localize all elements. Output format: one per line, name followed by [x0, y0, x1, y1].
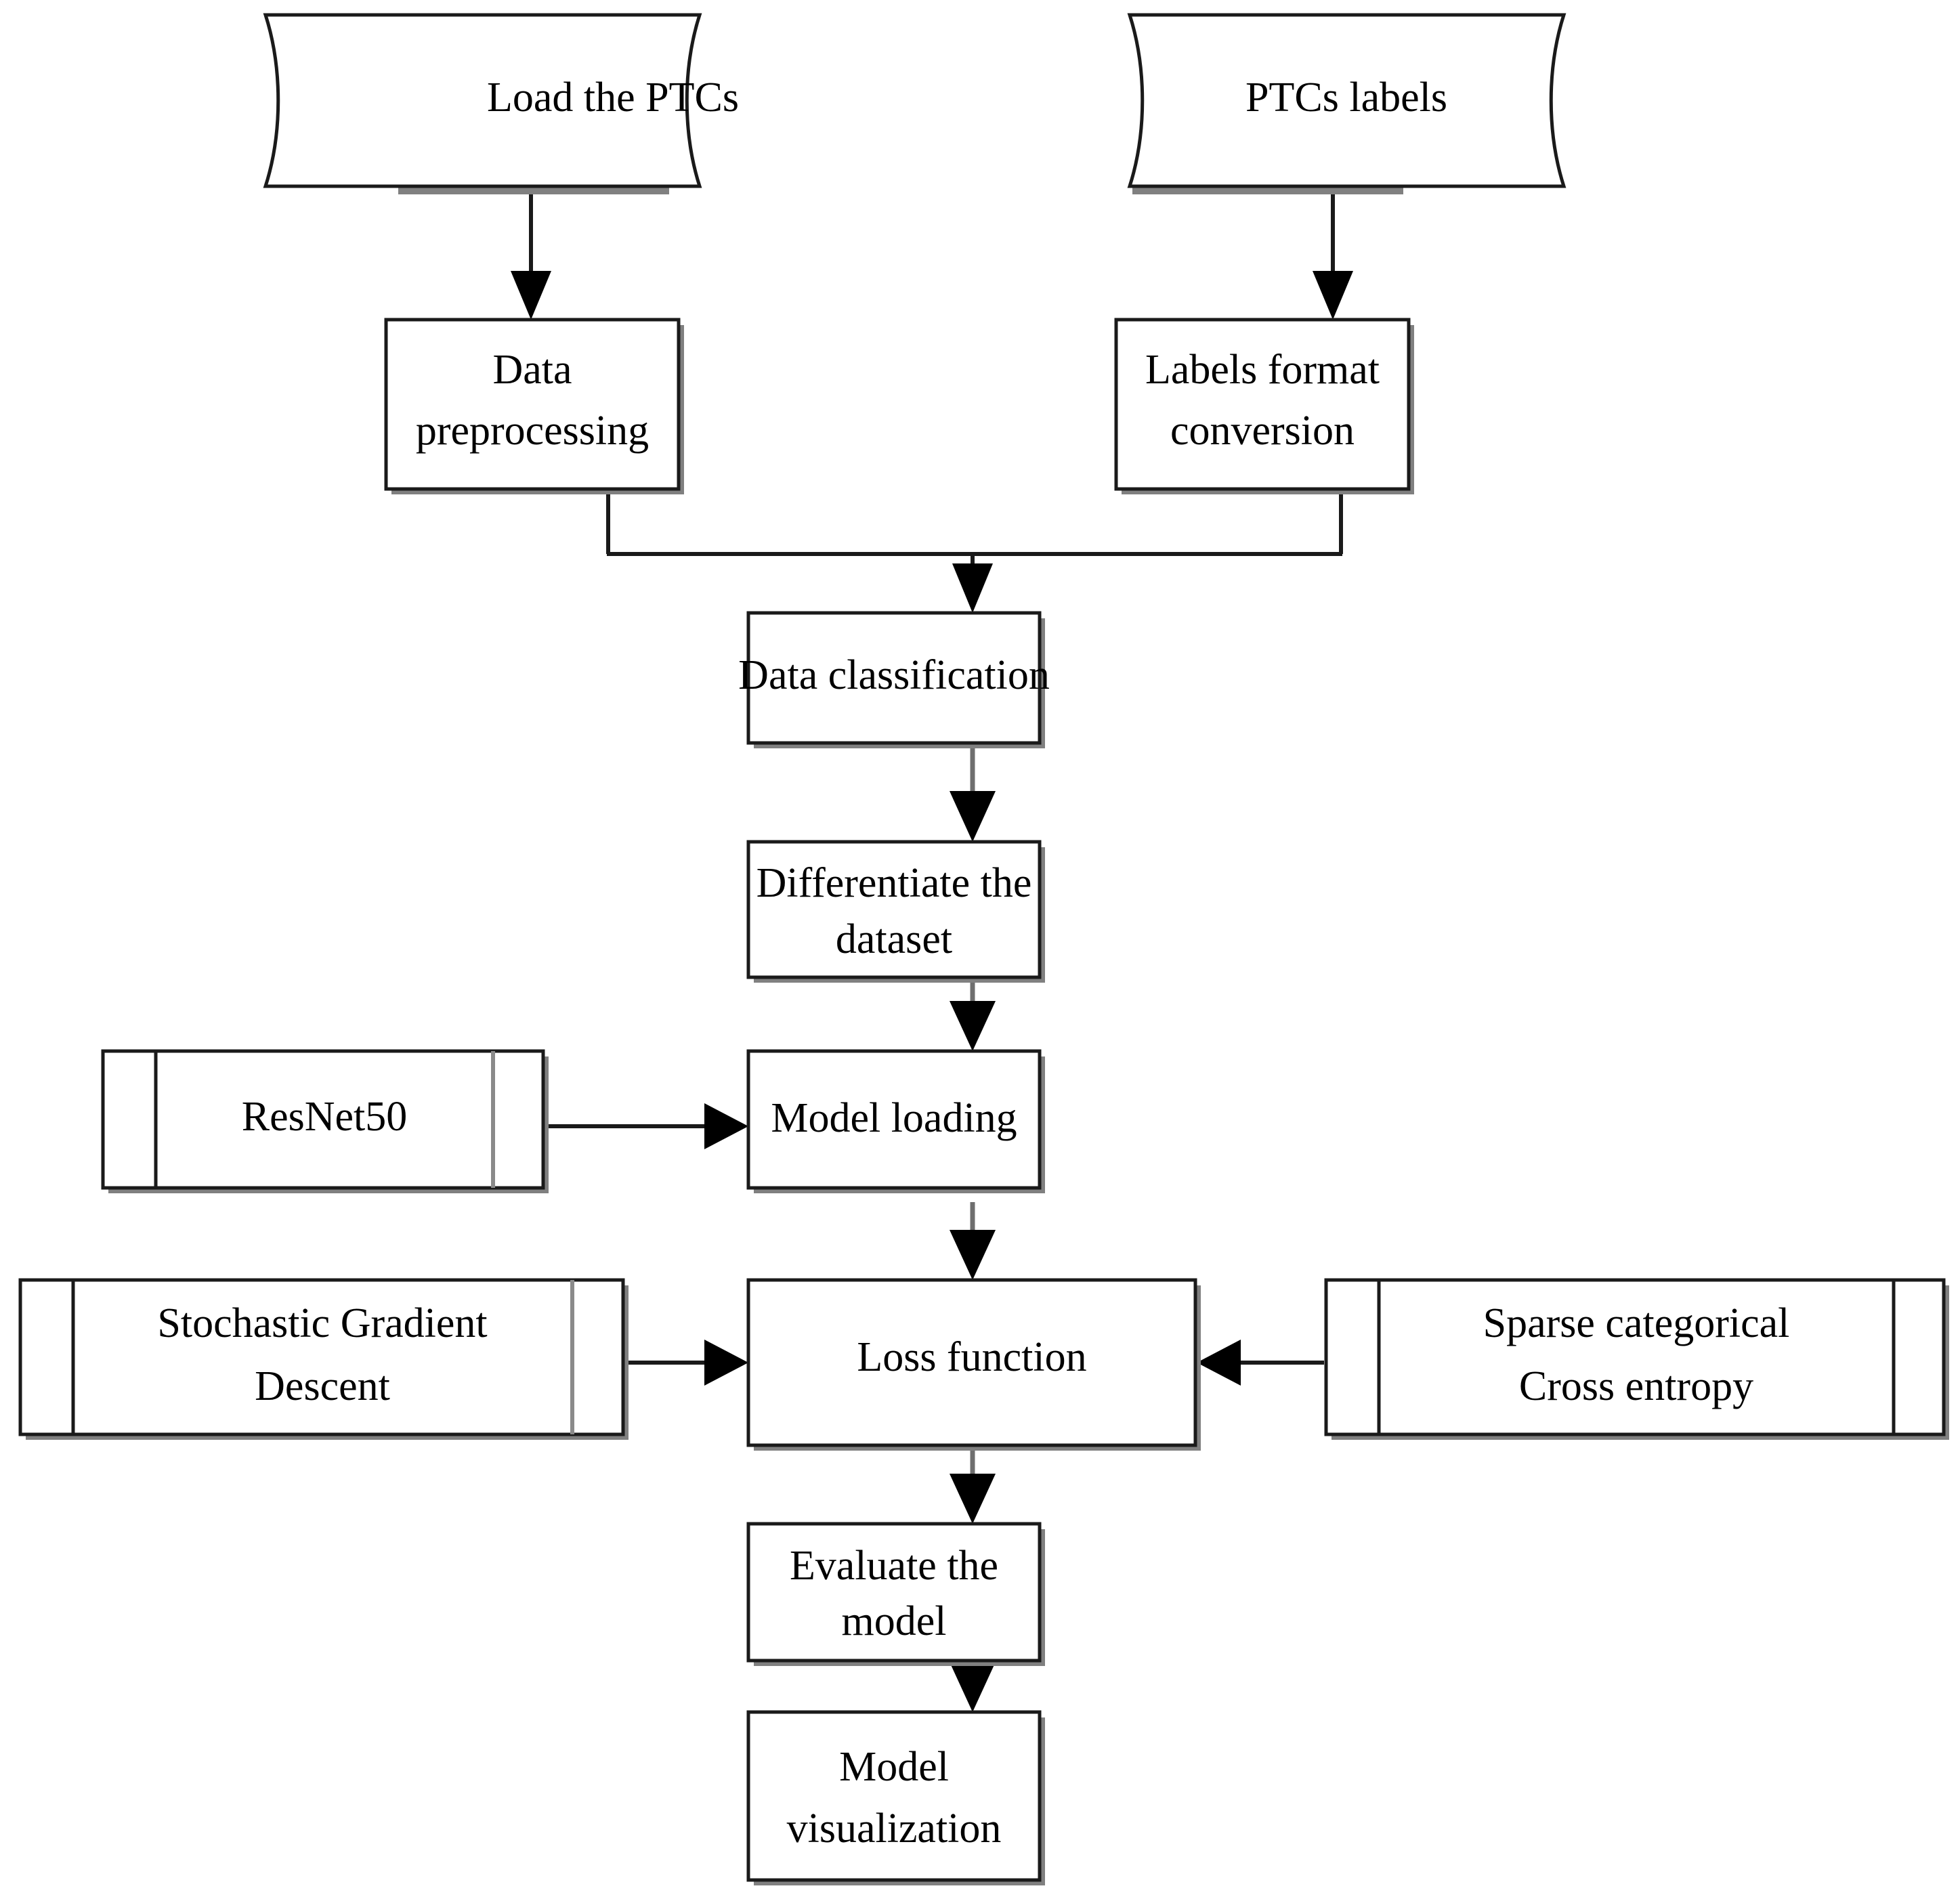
node-data-classification[interactable]: Data classification	[738, 611, 1050, 748]
node-label-labels-conversion-line1: Labels format	[1145, 347, 1380, 393]
edge-sparse-cross-entropy-to-loss-function	[1197, 1340, 1324, 1386]
node-label-model-loading: Model loading	[771, 1095, 1017, 1141]
edge-resnet50-to-model-loading	[546, 1103, 748, 1149]
node-label-evaluate-line1: Evaluate the	[790, 1543, 998, 1589]
node-label-load-ptcs: Load the PTCs	[487, 74, 739, 121]
node-labels-format-conversion[interactable]: Labels format conversion	[1114, 318, 1414, 494]
node-label-differentiate-line1: Differentiate the	[757, 860, 1032, 906]
node-label-sgd-line2: Descent	[255, 1363, 390, 1409]
node-label-loss-function: Loss function	[857, 1334, 1086, 1380]
node-label-evaluate-line2: model	[842, 1598, 947, 1644]
edge-model-loading-to-loss-function	[950, 1202, 996, 1280]
node-label-sgd-line1: Stochastic Gradient	[157, 1300, 487, 1346]
edge-differentiate-to-model-loading	[950, 977, 996, 1051]
node-label-resnet50: ResNet50	[242, 1094, 408, 1140]
node-label-labels-conversion-line2: conversion	[1170, 408, 1355, 454]
edge-evaluate-to-visualization	[950, 1662, 996, 1712]
node-label-data-preprocessing-line1: Data	[492, 347, 572, 393]
node-label-differentiate-line2: dataset	[836, 916, 952, 962]
node-load-ptcs[interactable]: Load the PTCs	[263, 13, 739, 194]
edge-sgd-to-loss-function	[623, 1340, 748, 1386]
node-differentiate-dataset[interactable]: Differentiate the dataset	[746, 840, 1045, 983]
edge-data-classification-to-differentiate	[950, 748, 996, 842]
node-sparse-categorical-cross-entropy[interactable]: Sparse categorical Cross entropy	[1324, 1278, 1949, 1440]
node-model-loading[interactable]: Model loading	[746, 1049, 1045, 1193]
node-data-preprocessing[interactable]: Data preprocessing	[384, 318, 684, 494]
node-label-data-classification: Data classification	[738, 652, 1050, 698]
edge-loss-function-to-evaluate	[950, 1446, 996, 1524]
node-label-visualization-line1: Model	[839, 1744, 949, 1790]
node-label-sparse-line1: Sparse categorical	[1483, 1300, 1790, 1346]
node-loss-function[interactable]: Loss function	[746, 1278, 1201, 1451]
edge-load-ptcs-to-data-preprocessing	[511, 186, 551, 320]
node-label-visualization-line2: visualization	[787, 1806, 1002, 1852]
node-resnet50[interactable]: ResNet50	[101, 1049, 549, 1193]
node-evaluate-model[interactable]: Evaluate the model	[746, 1522, 1045, 1666]
node-label-sparse-line2: Cross entropy	[1519, 1363, 1753, 1409]
node-ptcs-labels[interactable]: PTCs labels	[1127, 13, 1567, 194]
node-model-visualization[interactable]: Model visualization	[746, 1710, 1045, 1885]
edge-merge-to-data-classification	[607, 552, 1342, 613]
edge-ptcs-labels-to-labels-conversion	[1313, 186, 1353, 320]
node-stochastic-gradient-descent[interactable]: Stochastic Gradient Descent	[18, 1278, 629, 1440]
node-label-ptcs-labels: PTCs labels	[1245, 74, 1447, 121]
node-label-data-preprocessing-line2: preprocessing	[416, 408, 649, 454]
